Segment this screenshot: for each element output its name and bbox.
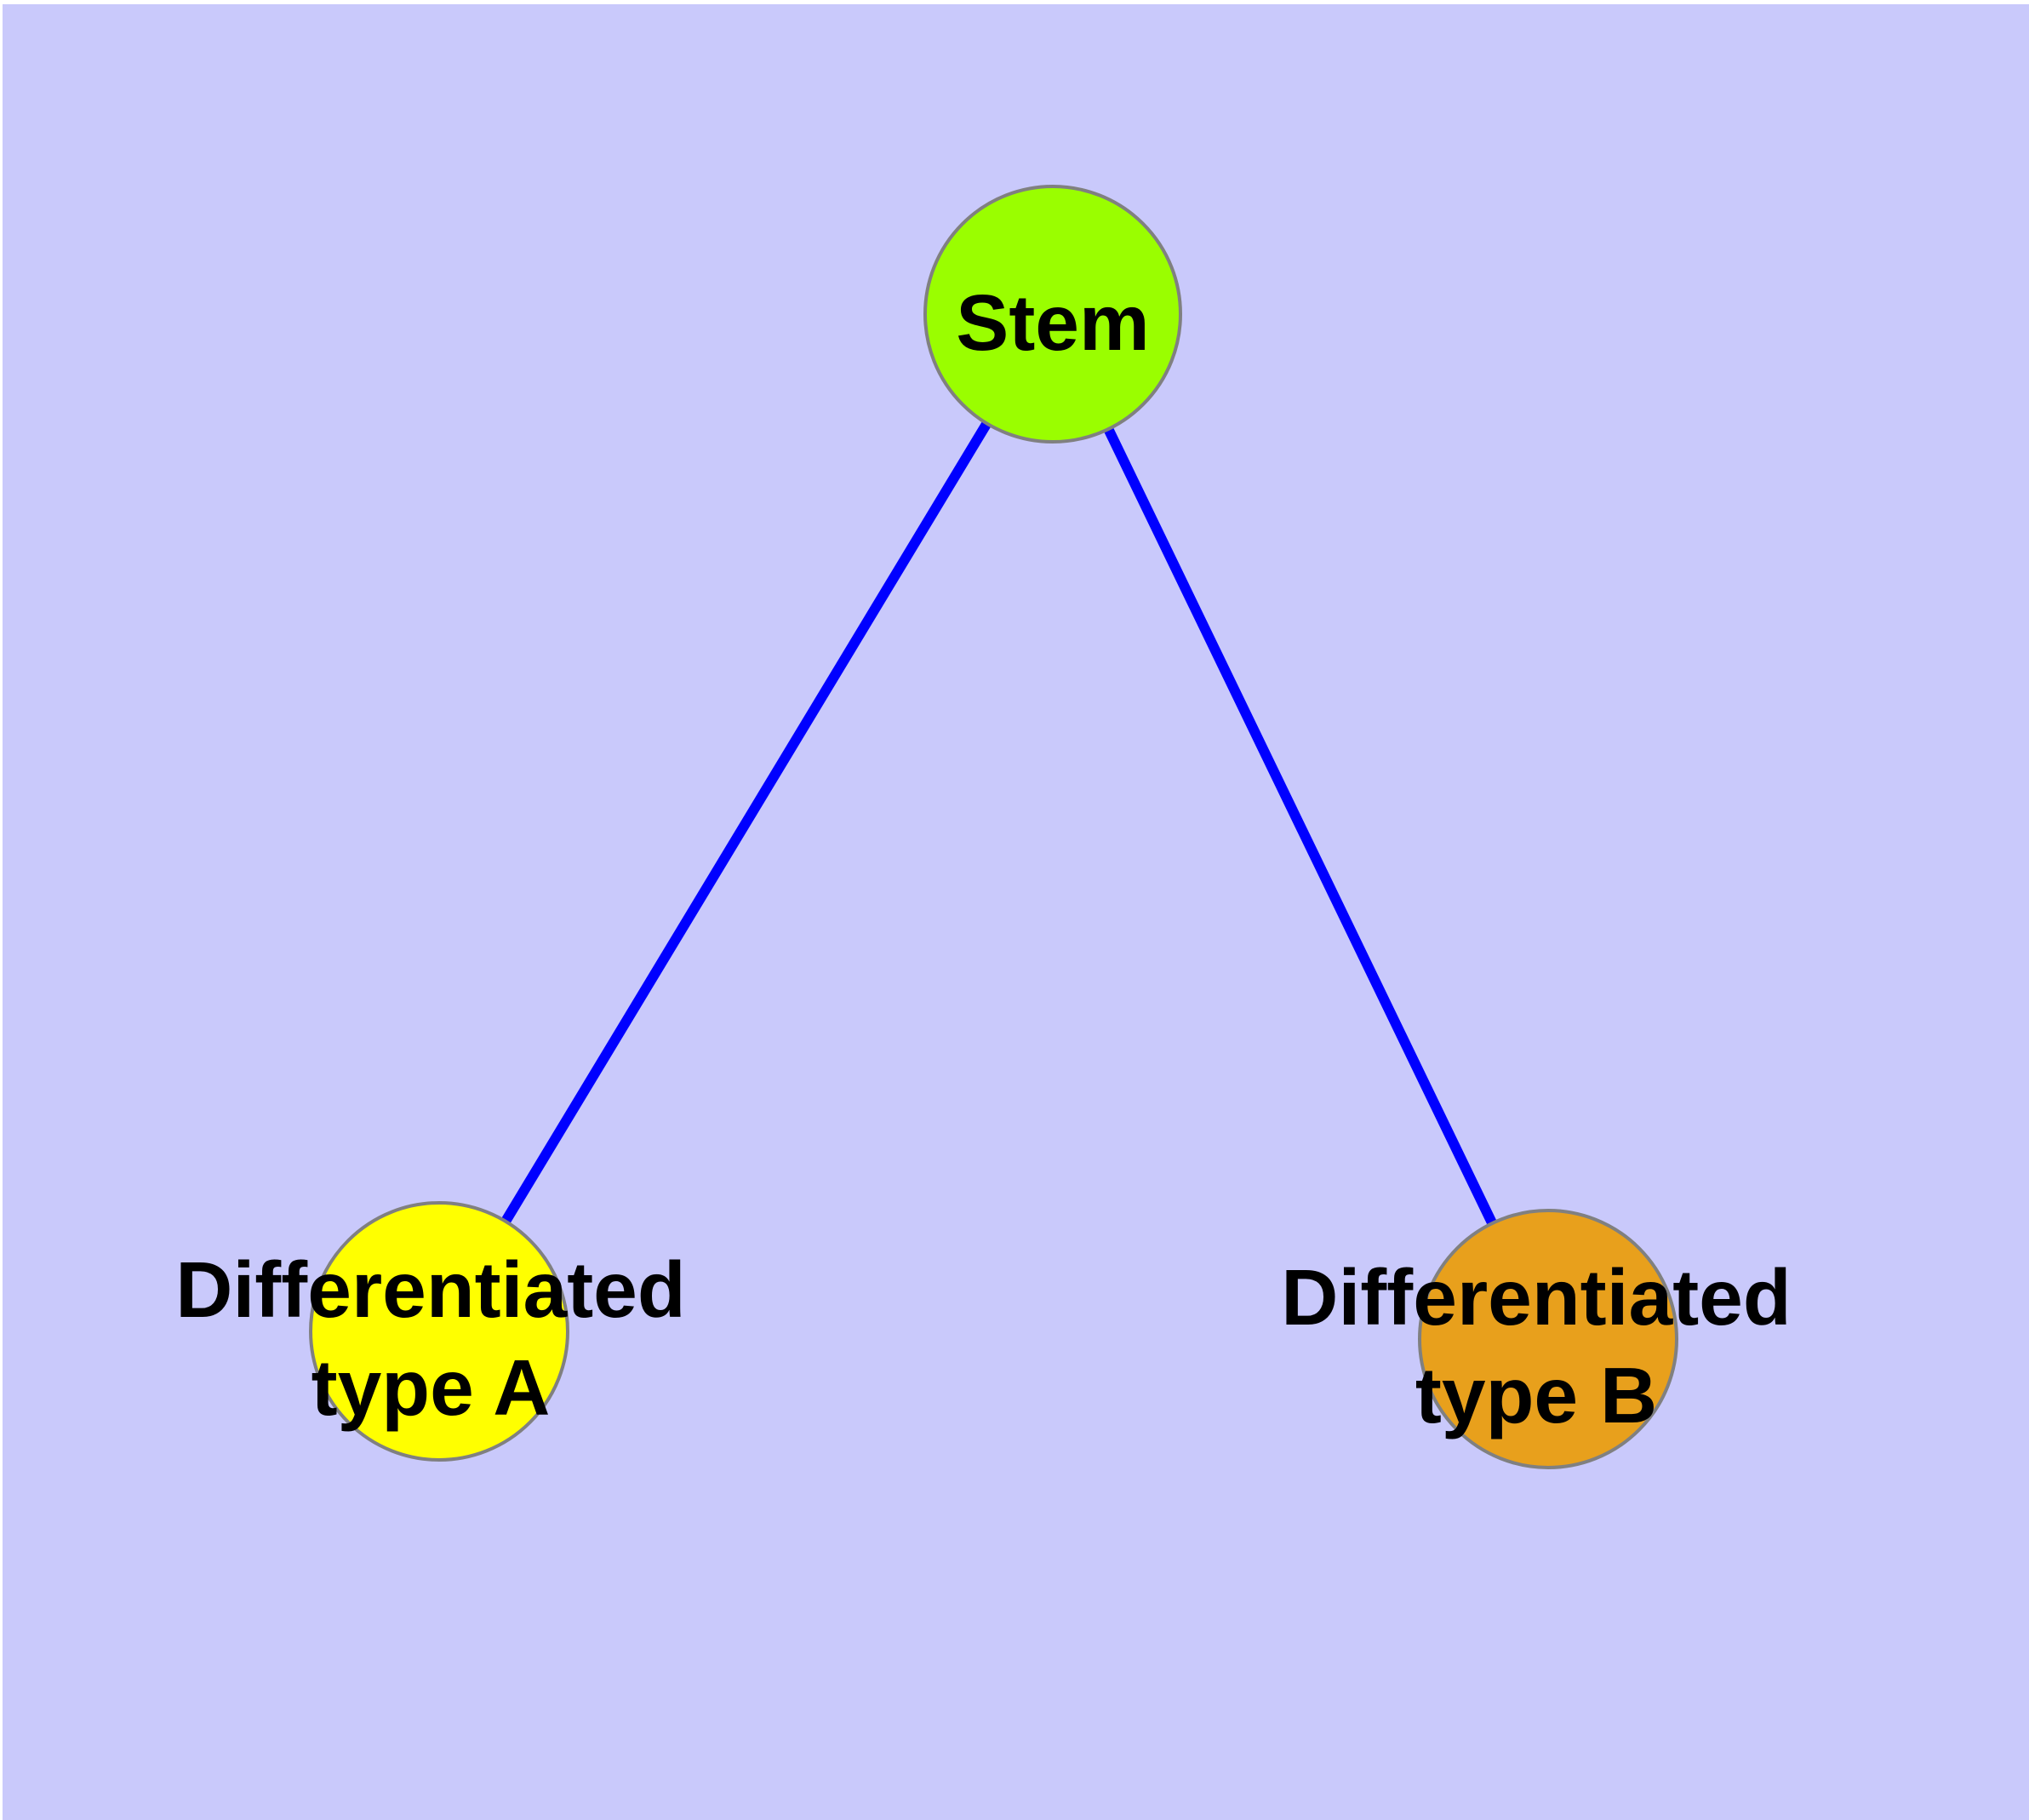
node-type-b-circle: [1418, 1209, 1678, 1469]
node-stem-circle: [923, 185, 1182, 444]
node-type-a-circle: [309, 1201, 569, 1462]
edge-stem-to-type-a: [434, 311, 1058, 1335]
edge-stem-to-type-b: [1048, 312, 1553, 1342]
